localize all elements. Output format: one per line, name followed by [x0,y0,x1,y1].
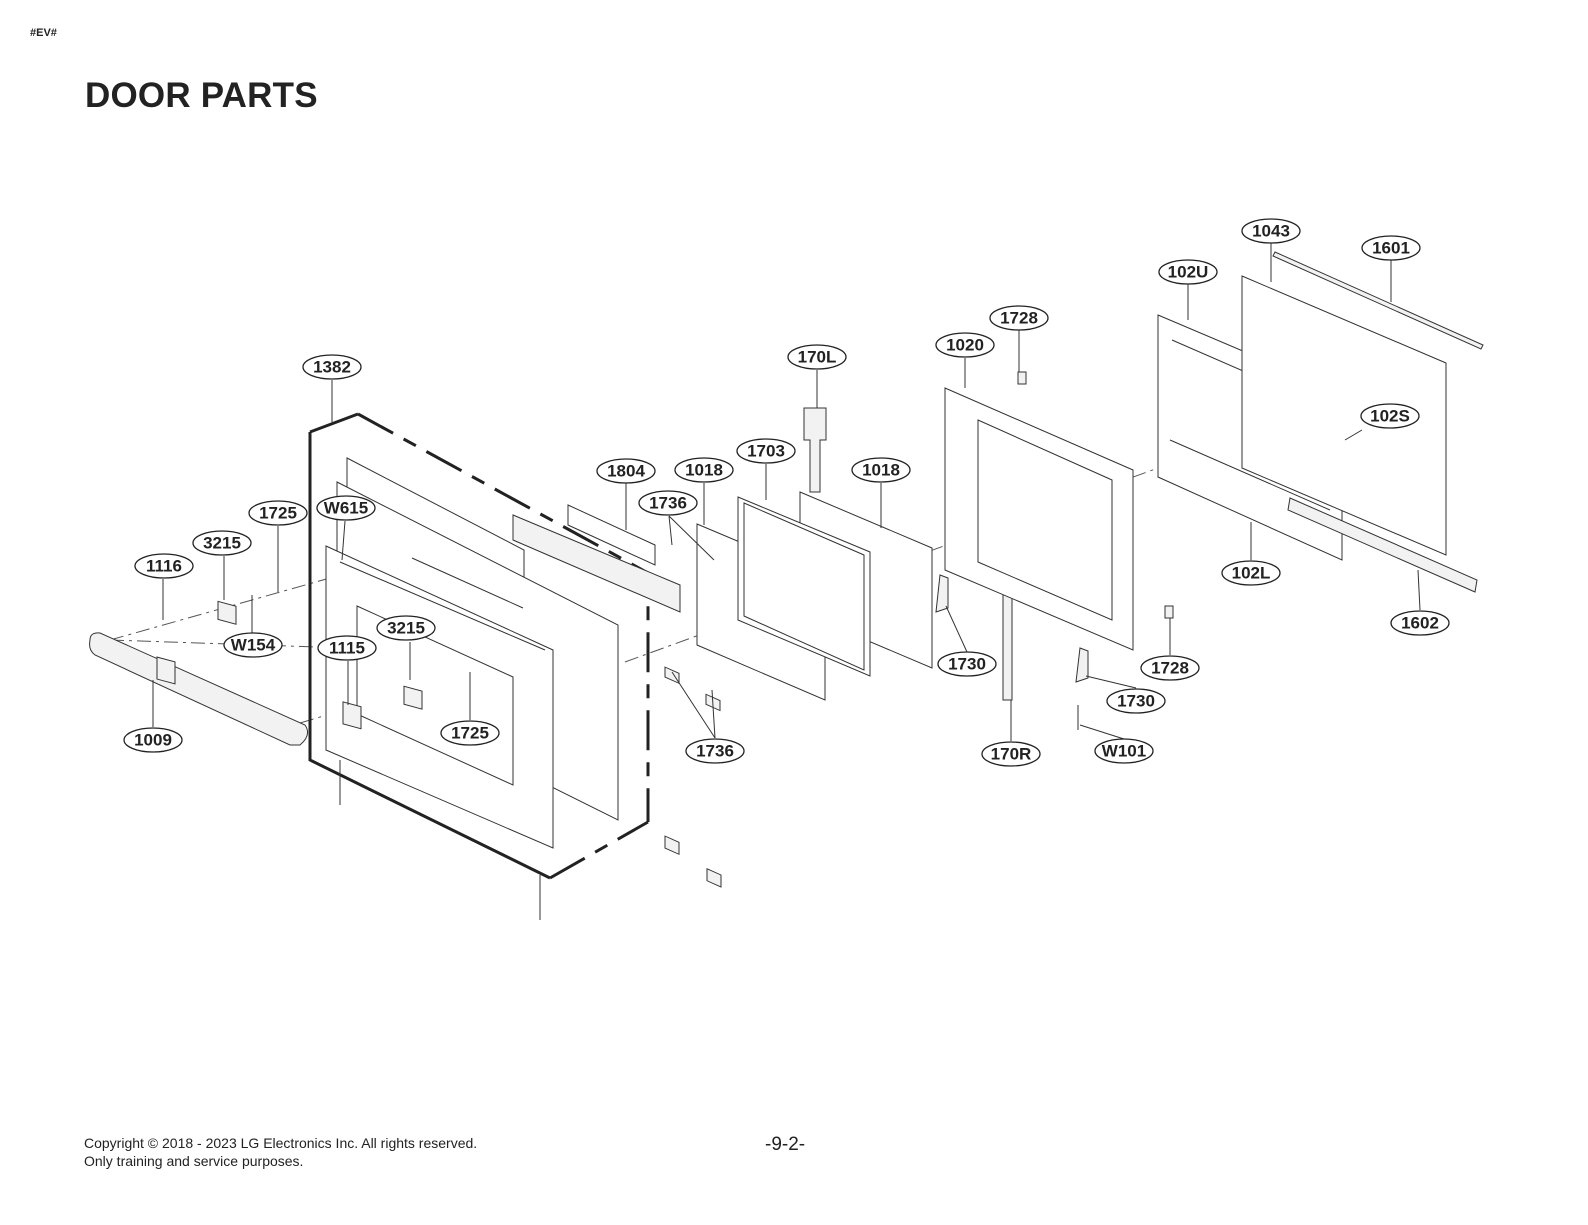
leader-lines [152,243,1421,741]
callout-1804: 1804 [596,458,656,484]
callout-3215-top: 3215 [192,530,252,556]
callout-1730-left-text: 1730 [948,655,986,674]
callout-102U-text: 102U [1168,263,1209,282]
callout-W101: W101 [1094,738,1154,764]
part-1602-rail [1287,497,1478,593]
callout-170L: 170L [787,344,847,370]
callout-W615: W615 [316,495,376,521]
part-1703 [737,496,871,677]
part-1728-top [1017,371,1027,385]
page-title: DOOR PARTS [85,76,318,115]
callout-1018-left: 1018 [674,457,734,483]
part-102L-frame [1169,439,1331,511]
callout-1601: 1601 [1361,235,1421,261]
part-1730-right [1075,647,1089,683]
callout-1601-text: 1601 [1372,239,1410,258]
callout-1728-top-text: 1728 [1000,309,1038,328]
callout-170R-text: 170R [991,745,1032,764]
callout-1728-top: 1728 [989,305,1049,331]
part-3215-bracket-b [403,685,423,710]
callout-1728-bottom-text: 1728 [1151,659,1189,678]
part-170L-hinge [803,407,827,493]
part-1020-frame [944,387,1134,651]
callout-1725-top-text: 1725 [259,504,297,523]
callout-1728-bottom: 1728 [1140,655,1200,681]
callout-1043-text: 1043 [1252,222,1290,241]
callout-102S: 102S [1360,403,1420,429]
part-1804 [512,514,681,613]
callout-1116: 1116 [134,553,194,579]
page-number: -9-2- [765,1134,806,1155]
callout-1736-bottom-text: 1736 [696,742,734,761]
callout-W615-text: W615 [324,499,368,518]
callout-W101-text: W101 [1102,742,1146,761]
part-1730-left [935,574,949,613]
callout-102L-text: 102L [1232,564,1271,583]
callout-1602-text: 1602 [1401,614,1439,633]
callout-102S-text: 102S [1370,407,1410,426]
callout-1602: 1602 [1390,610,1450,636]
callout-1020: 1020 [935,332,995,358]
callout-1382-text: 1382 [313,358,351,377]
callout-1736-top-text: 1736 [649,494,687,513]
callout-1018-right: 1018 [851,457,911,483]
part-1736-clip-b [706,868,722,888]
part-1728-bottom [1164,605,1174,619]
callout-3215-bottom: 3215 [376,615,436,641]
callout-1725-bottom-text: 1725 [451,724,489,743]
callout-1115: 1115 [317,635,377,661]
callout-1703-text: 1703 [747,442,785,461]
callout-1736-bottom: 1736 [685,738,745,764]
callout-3215-top-text: 3215 [203,534,241,553]
part-1601-rail [1272,251,1484,350]
callout-1736-top: 1736 [638,490,698,516]
footer-copyright-block: Copyright © 2018 - 2023 LG Electronics I… [84,1134,477,1170]
callout-1804-text: 1804 [607,462,645,481]
callout-1725-top: 1725 [248,500,308,526]
document-code: #EV# [30,27,57,39]
screws [339,705,1079,920]
callout-1009-text: 1009 [134,731,172,750]
callout-1703: 1703 [736,438,796,464]
callout-1382: 1382 [302,354,362,380]
callout-1018-right-text: 1018 [862,461,900,480]
callout-1730-left: 1730 [937,651,997,677]
copyright-text: Copyright © 2018 - 2023 LG Electronics I… [84,1135,478,1151]
callout-1020-text: 1020 [946,336,984,355]
part-1115-mount [342,701,362,730]
callout-1043: 1043 [1241,218,1301,244]
callout-1725-bottom: 1725 [440,720,500,746]
callout-170L-text: 170L [798,348,837,367]
callout-W154: W154 [223,632,283,658]
part-1736-clip-c [664,666,680,685]
part-1116-mount [156,656,176,685]
callout-W154-text: W154 [231,636,276,655]
callout-102U: 102U [1158,259,1218,285]
part-1009-handle [89,632,309,746]
callout-170R: 170R [981,741,1041,767]
callout-1730-right: 1730 [1106,688,1166,714]
part-1804-top [567,504,656,566]
callout-3215-bottom-text: 3215 [387,619,425,638]
callout-1730-right-text: 1730 [1117,692,1155,711]
part-1736-clip-a [664,835,680,856]
purpose-text: Only training and service purposes. [84,1153,304,1169]
callout-1115-text: 1115 [329,639,365,658]
callout-1018-left-text: 1018 [685,461,723,480]
callout-1116-text: 1116 [146,557,182,576]
callout-102L: 102L [1221,560,1281,586]
callout-1009: 1009 [123,727,183,753]
part-3215-bracket-a [217,600,237,625]
part-1043-glass [1241,275,1447,556]
